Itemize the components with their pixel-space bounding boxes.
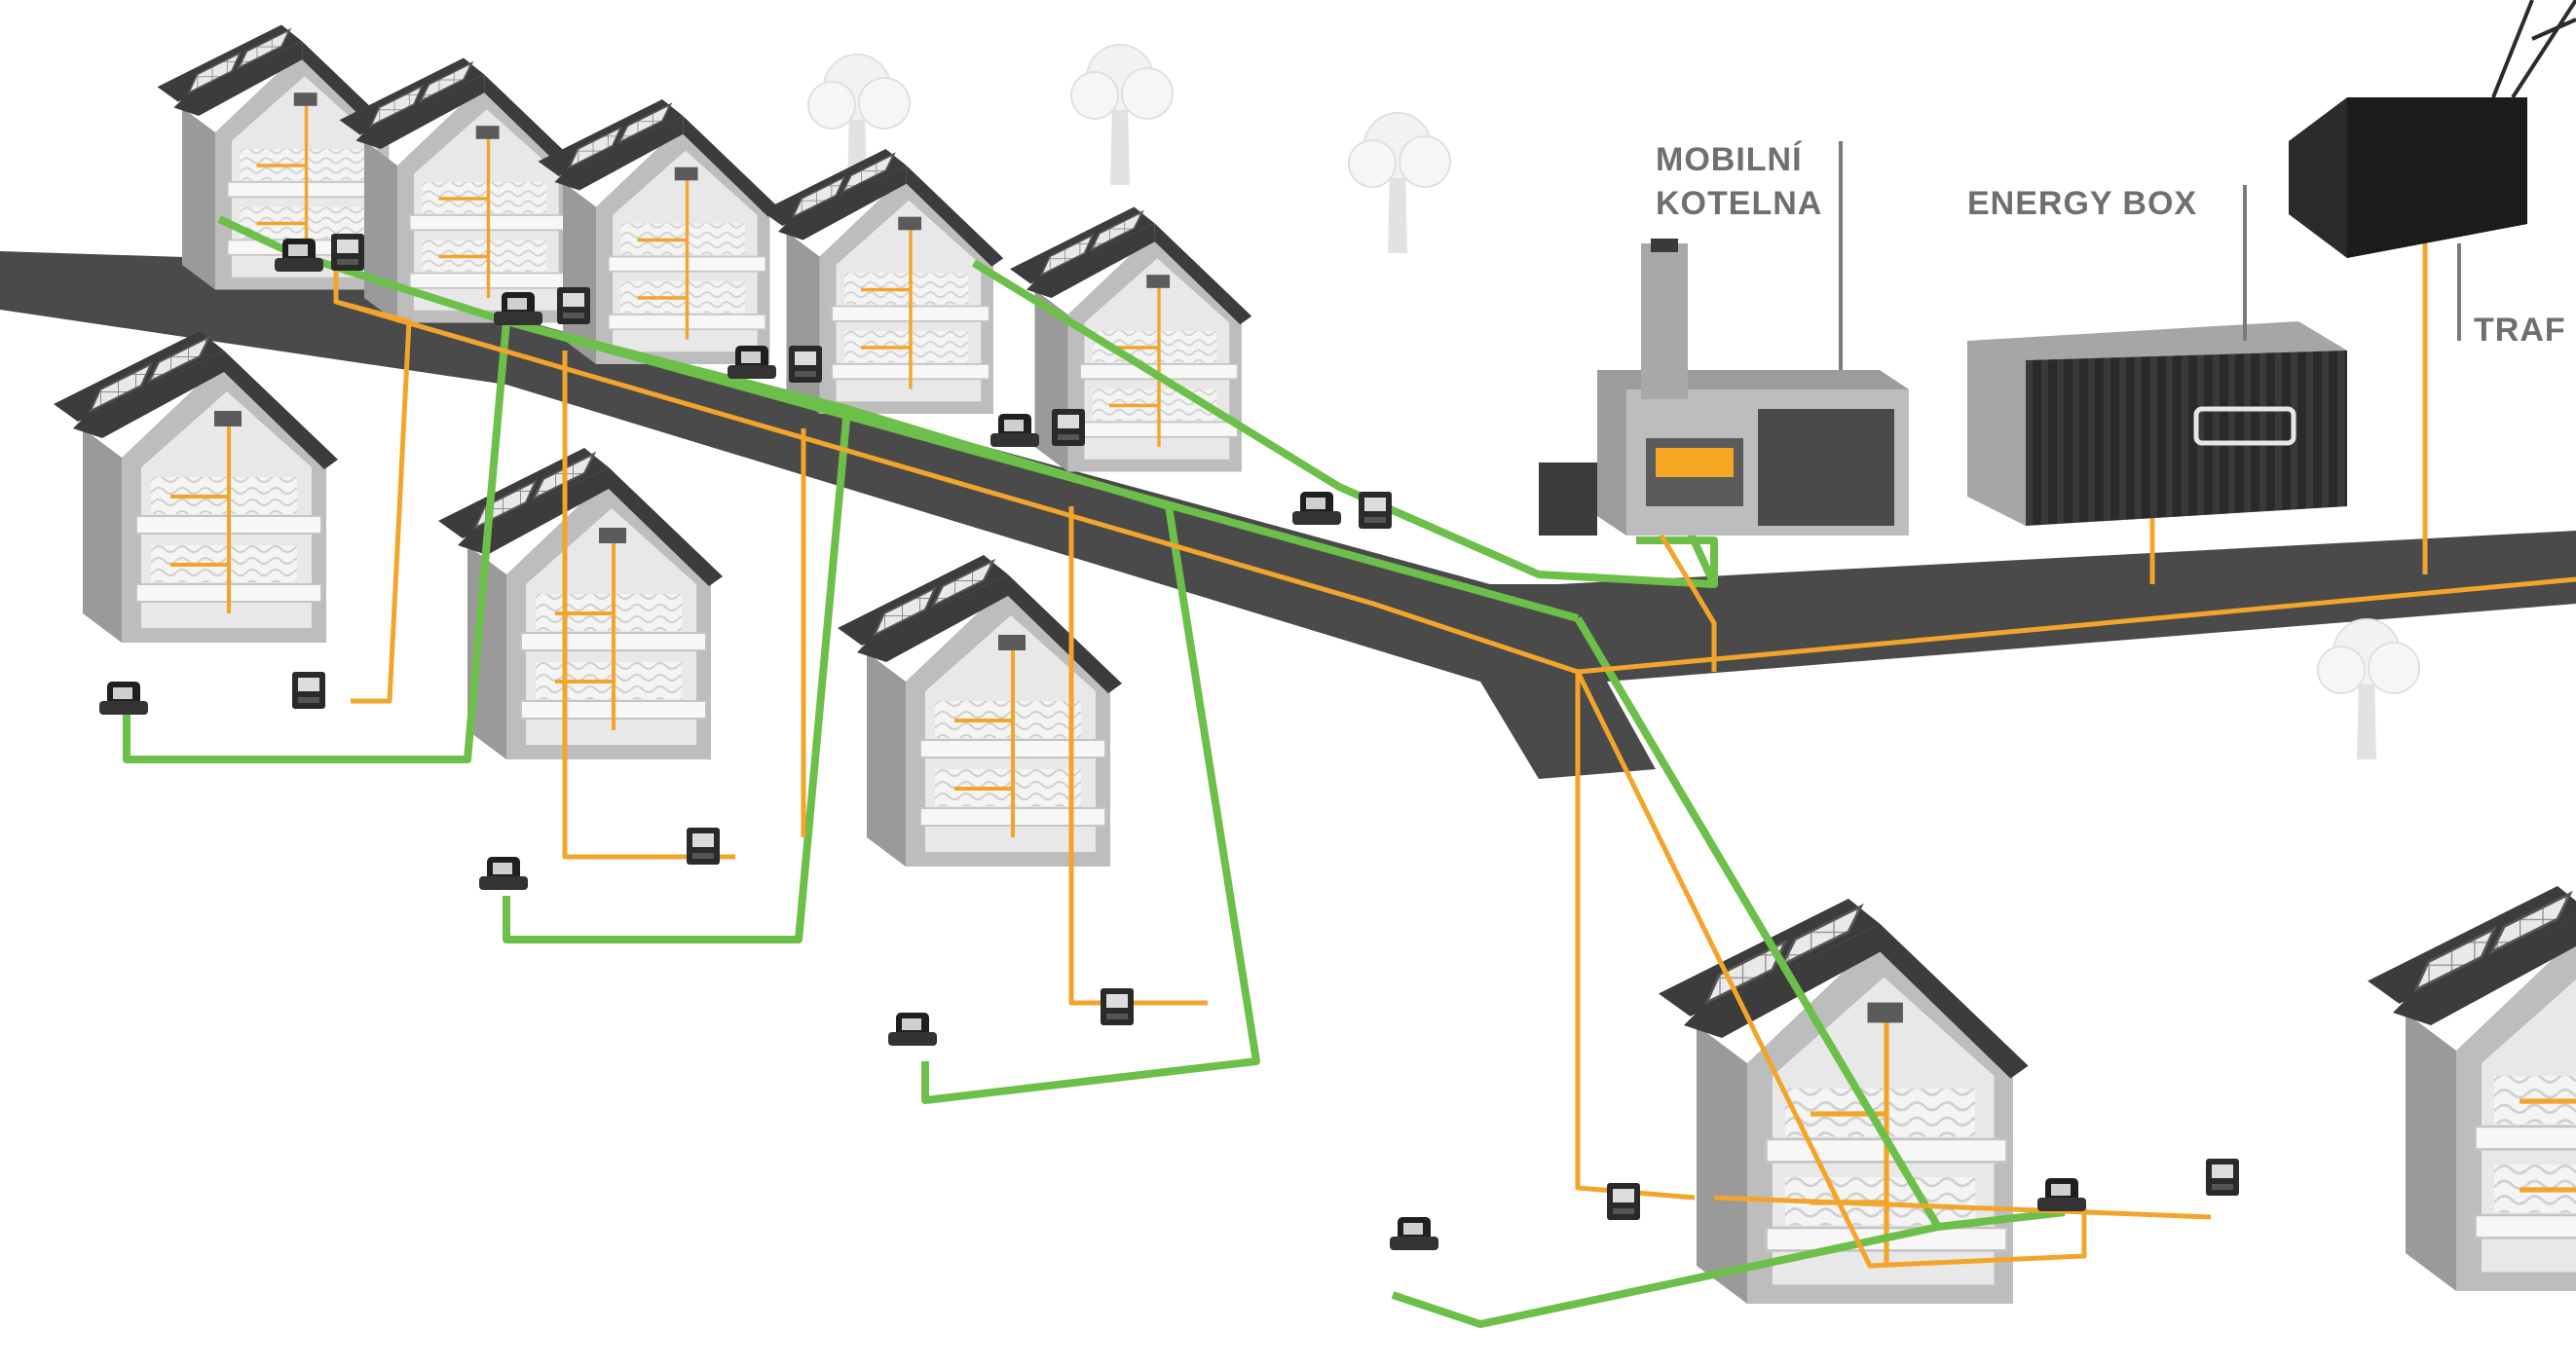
house-icon	[2368, 886, 2576, 1291]
tree-icon	[1349, 113, 1450, 253]
smart-meter-icon	[292, 672, 325, 709]
smart-meter-icon	[557, 287, 590, 324]
smart-meter-icon	[1390, 1217, 1438, 1250]
power-pylon-icon	[2493, 0, 2576, 97]
house-icon	[838, 555, 1122, 867]
house-icon	[539, 99, 780, 364]
smart-meter-icon	[1359, 492, 1392, 529]
mobile-boiler-room	[1539, 239, 1909, 536]
smart-meter-icon	[990, 414, 1039, 447]
smart-meter-icon	[479, 857, 528, 890]
transformer	[2289, 0, 2576, 258]
boiler-label-line1: MOBILNÍ	[1656, 141, 1803, 178]
boiler-icon	[1656, 448, 1734, 477]
energy-box	[1967, 321, 2347, 526]
smart-meter-icon	[687, 828, 720, 865]
transformer-label: TRAF	[2474, 312, 2566, 349]
house-icon	[1010, 207, 1251, 472]
smart-meter-icon	[888, 1013, 937, 1046]
boiler-label-line2: KOTELNA	[1656, 185, 1822, 222]
smart-meter-icon	[331, 234, 364, 271]
smart-meter-icon	[1052, 409, 1085, 446]
smart-meter-icon	[1607, 1183, 1640, 1220]
house-icon	[54, 331, 338, 643]
energy-box-label: ENERGY BOX	[1967, 185, 2197, 222]
tree-icon	[1071, 45, 1173, 185]
smart-meter-icon	[789, 346, 822, 383]
tree-icon	[2318, 619, 2419, 759]
smart-meter-icon	[99, 682, 148, 715]
smart-meter-icon	[2206, 1159, 2239, 1196]
smart-meter-icon	[2037, 1178, 2086, 1211]
smart-meter-icon	[1101, 988, 1134, 1025]
smart-meter-icon	[1292, 492, 1341, 525]
